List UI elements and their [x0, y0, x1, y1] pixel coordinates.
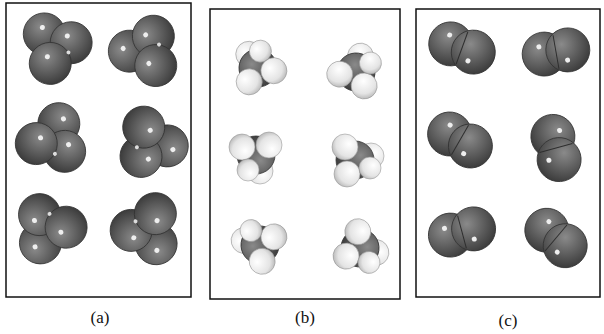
panel-label: (a) [91, 308, 110, 328]
panel-label: (b) [295, 308, 315, 328]
panel-label: (c) [499, 311, 518, 331]
